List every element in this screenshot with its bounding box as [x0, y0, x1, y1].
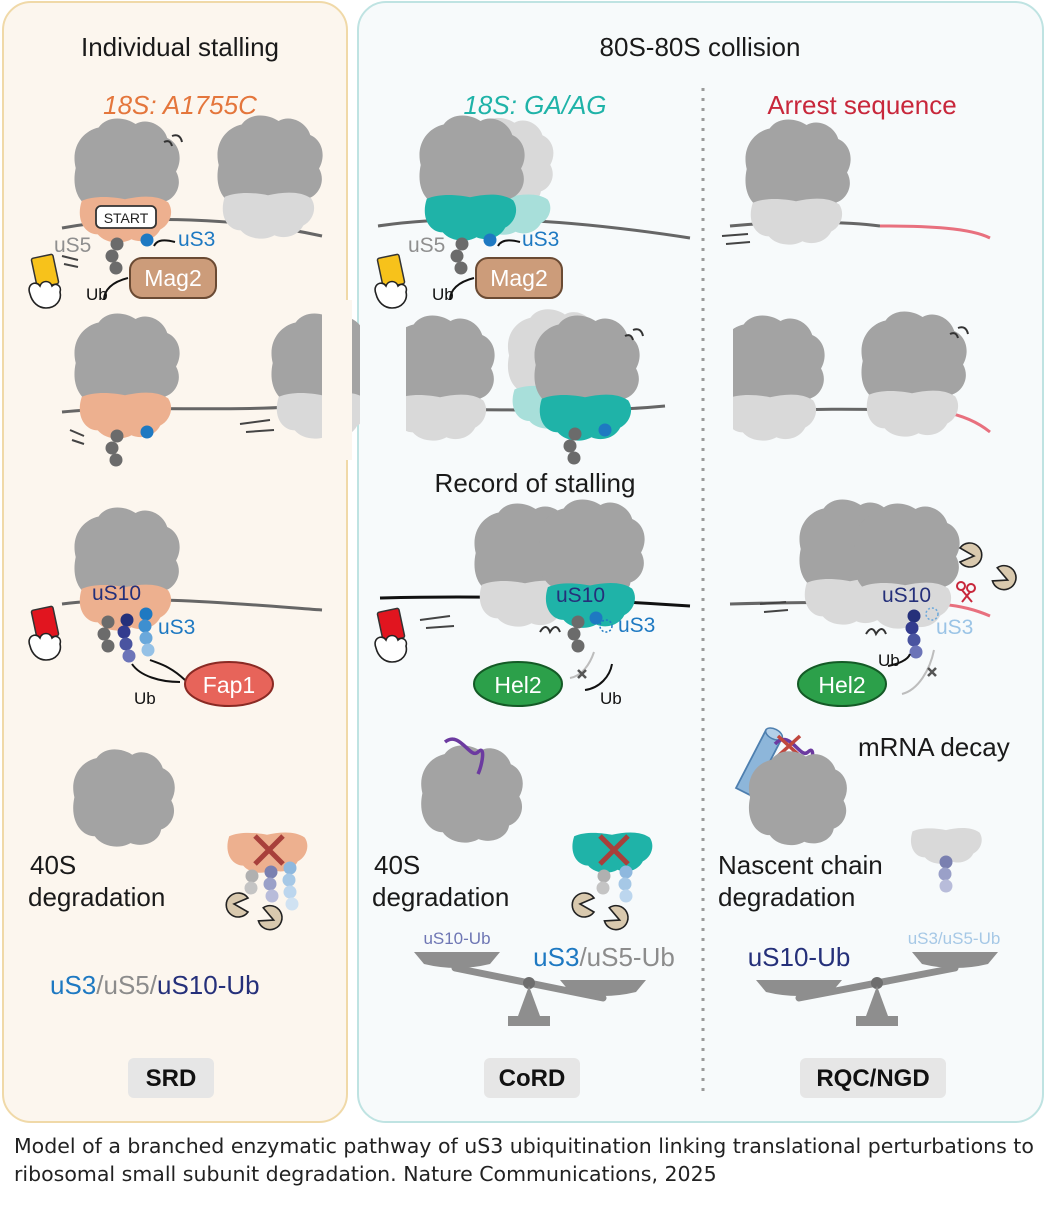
middle-us3b: uS3: [618, 614, 655, 637]
arrest-hel2-ellipse: [797, 661, 887, 707]
middle-row3: uS10 uS3 Hel2 Ub: [374, 499, 691, 708]
rqc-ngd-badge: [800, 1058, 946, 1098]
start-box: [95, 205, 157, 229]
pacman-icon: [225, 892, 283, 931]
srd-badge: [128, 1058, 214, 1098]
middle-mag2-box: [475, 257, 563, 299]
pacman-icon: [958, 542, 1017, 591]
middle-row4: 40S degradation: [372, 737, 653, 931]
scissors-icon: [956, 581, 976, 603]
left-subtitle: 18S: A1755C: [103, 90, 257, 120]
arrest-row1: [721, 119, 991, 245]
arrest-row3: uS10 uS3 Ub Hel2: [729, 499, 1017, 707]
middle-ub2: Ub: [600, 689, 622, 708]
middle-mag2: Mag2: [490, 265, 548, 291]
figure-caption: Model of a branched enzymatic pathway of…: [14, 1132, 1034, 1188]
yellow-card-icon: [374, 253, 408, 309]
cross-icon: [253, 834, 285, 866]
arrest-ub: Ub: [878, 651, 900, 670]
left-us10: uS10: [92, 582, 141, 605]
balance-scale-icon: [756, 952, 998, 1026]
left-ub2: Ub: [134, 689, 156, 708]
middle-us10: uS10: [556, 584, 605, 607]
arrest-subtitle: Arrest sequence: [767, 90, 956, 120]
cross-icon: [577, 669, 587, 679]
mrna-decay: mRNA decay: [858, 732, 1010, 762]
middle-scale-left: uS10-Ub: [423, 929, 490, 948]
left-ub-summary: uS3/uS5/uS10-Ub: [50, 970, 260, 1000]
caption-line1: Model of a branched enzymatic pathway of…: [14, 1134, 1034, 1158]
yellow-card-icon: [28, 253, 62, 309]
fap1-ellipse: [184, 661, 274, 707]
left-title: Individual stalling: [81, 32, 279, 62]
pacman-icon: [571, 892, 629, 931]
left-row4: 40S degradation uS3/uS5/uS10-Ub: [28, 749, 308, 1000]
balance-scale-icon: [414, 952, 646, 1026]
middle-deg-line1: 40S: [374, 850, 420, 880]
left-ub1: Ub: [86, 285, 108, 304]
middle-ub1: Ub: [432, 285, 454, 304]
arrest-row2: [705, 311, 991, 470]
arrest-deg-line1: Nascent chain: [718, 850, 883, 880]
arrest-hel2: Hel2: [818, 672, 865, 698]
srd-label: SRD: [146, 1065, 197, 1092]
left-us3b: uS3: [158, 616, 195, 639]
middle-hel2-ellipse: [473, 661, 563, 707]
caption-line2: ribosomal small subunit degradation. Nat…: [14, 1162, 717, 1186]
arrest-us10: uS10: [882, 584, 931, 607]
red-card-icon: [374, 607, 408, 663]
left-deg-line1: 40S: [30, 850, 76, 880]
red-card-icon: [28, 605, 62, 661]
left-us3: uS3: [178, 228, 215, 251]
middle-hel2: Hel2: [494, 672, 541, 698]
left-deg-line2: degradation: [28, 882, 165, 912]
middle-deg-line2: degradation: [372, 882, 509, 912]
cord-label: CoRD: [499, 1065, 566, 1092]
left-row1: START uS5 uS3 Mag2 Ub: [28, 115, 323, 309]
middle-us3: uS3: [522, 228, 559, 251]
middle-us5: uS5: [408, 234, 445, 257]
arrest-scale-right: uS3/uS5-Ub: [908, 929, 1001, 948]
middle-row1: uS5 uS3 Mag2 Ub: [374, 115, 691, 309]
middle-row2: [360, 309, 666, 470]
mag2-box: [129, 257, 217, 299]
arrest-deg-line2: degradation: [718, 882, 855, 912]
cross-icon: [927, 667, 937, 677]
arrest-scale-left: uS10-Ub: [748, 942, 851, 972]
middle-scale-right: uS3/uS5-Ub: [533, 942, 675, 972]
arrest-us3: uS3: [936, 616, 973, 639]
record-of-stalling: Record of stalling: [435, 468, 636, 498]
arrest-row4: mRNA decay Nascent chain degradation: [718, 727, 1010, 912]
right-title: 80S-80S collision: [600, 32, 801, 62]
cord-badge: [484, 1058, 580, 1098]
cross-icon: [598, 834, 630, 866]
left-row3: uS10 uS3 Fap1 Ub: [28, 507, 323, 708]
left-fap1: Fap1: [203, 672, 255, 698]
start-label: START: [104, 210, 149, 226]
left-row2: [61, 300, 377, 467]
rqc-ngd-label: RQC/NGD: [816, 1065, 929, 1092]
left-mag2: Mag2: [144, 265, 202, 291]
left-us5: uS5: [54, 234, 91, 257]
middle-subtitle: 18S: GA/AG: [463, 90, 606, 120]
